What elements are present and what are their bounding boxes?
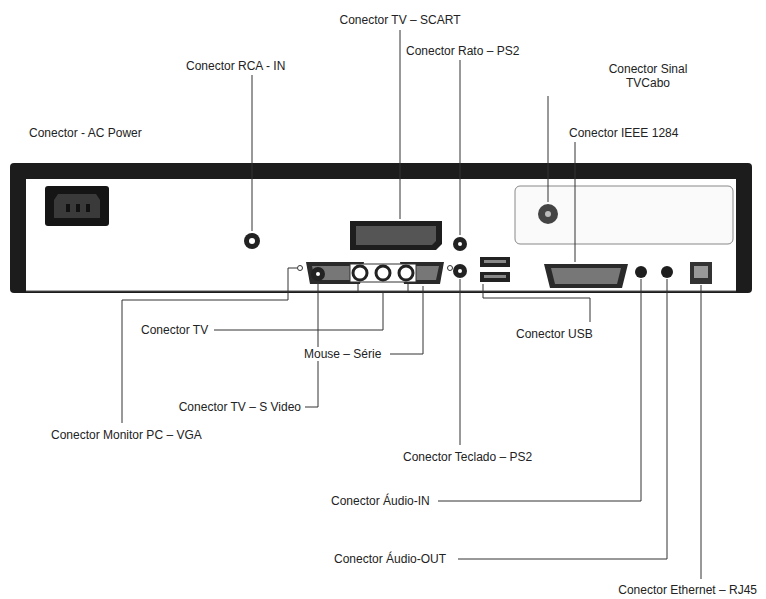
jack: [353, 266, 367, 280]
usb-tongue: [484, 260, 506, 263]
connector-label: Conector TV – SCART: [339, 13, 462, 27]
scart-connector: [350, 221, 442, 250]
connector-label: Conector TV – S Video: [178, 400, 302, 414]
jack-hole: [249, 238, 255, 244]
leader-line: [438, 279, 641, 501]
socket-pin: [86, 204, 90, 212]
jack: [376, 266, 390, 280]
jack-frame: [350, 264, 416, 282]
usb-tongue: [484, 275, 506, 278]
ps2-key: [458, 242, 462, 246]
rj45-opening: [694, 266, 708, 278]
leader-line: [458, 279, 667, 559]
rca-tv-jacks: [350, 264, 416, 282]
scart-body: [350, 221, 442, 250]
connector-label: Conector Teclado – PS2: [402, 450, 533, 464]
audio-jacks: [635, 266, 673, 278]
socket-pin: [66, 204, 70, 212]
leader-line: [460, 60, 461, 235]
s-video-port: [311, 267, 325, 281]
leader-line: [400, 30, 401, 219]
socket-body: [45, 186, 109, 226]
leader-line: [390, 286, 423, 354]
connector-label: Conector TV: [140, 323, 209, 337]
leader-lines: [122, 30, 701, 579]
leader-line: [701, 285, 702, 579]
connector-label: Conector - AC Power: [28, 126, 143, 140]
leader-line: [483, 284, 590, 322]
audio-in-jack: [635, 266, 647, 278]
leader-line: [305, 282, 318, 407]
connector-label: Conector Ethernet – RJ45: [617, 583, 758, 597]
usb-port: [480, 257, 510, 267]
ac-power-socket: [45, 186, 109, 226]
connector-label: Conector Áudio-OUT: [333, 552, 447, 566]
coax-pin: [545, 211, 551, 217]
svideo-key: [316, 272, 320, 276]
screw: [298, 266, 303, 271]
leader-line: [460, 279, 461, 445]
ps2-key: [458, 269, 462, 273]
svideo-ring: [311, 267, 325, 281]
plate-edge: [26, 291, 736, 292]
ps2-ring: [453, 237, 467, 251]
connector-label: Conector USB: [515, 327, 594, 341]
connector-label: Mouse – Série: [303, 347, 382, 361]
socket-face: [54, 194, 100, 218]
ps2-ring: [453, 264, 467, 278]
parallel-face: [551, 268, 621, 284]
socket-pin: [76, 204, 80, 212]
connector-label: Conector Sinal TVCabo: [599, 62, 697, 90]
connector-label: Conector Monitor PC – VGA: [50, 428, 203, 442]
leader-line: [214, 284, 408, 330]
ps2-keyboard-port: [453, 264, 467, 278]
coax-socket: [538, 204, 558, 224]
audio-out-jack: [661, 266, 673, 278]
leader-line: [575, 142, 576, 262]
jack-ring: [244, 233, 260, 249]
jack: [399, 266, 413, 280]
usb-port: [480, 272, 510, 282]
scart-face: [356, 226, 436, 245]
screw: [448, 266, 453, 271]
leader-line: [252, 75, 253, 231]
housing-frame: [10, 163, 752, 293]
housing: [10, 163, 752, 293]
rj45-port: [690, 262, 712, 284]
connector-label: Conector Rato – PS2: [405, 44, 520, 58]
connector-label: Conector RCA - IN: [185, 59, 286, 73]
leader-line: [548, 96, 549, 202]
connector-label: Conector Áudio-IN: [330, 494, 431, 508]
back-plate: [26, 179, 736, 291]
rca-in-jack: [244, 233, 260, 249]
ps2-mouse-port: [453, 237, 467, 251]
parallel-body: [544, 264, 628, 288]
connector-label: Conector IEEE 1284: [568, 126, 679, 140]
usb-ports: [480, 257, 510, 282]
rj45-body: [690, 262, 712, 284]
ieee1284-connector: [544, 264, 628, 288]
